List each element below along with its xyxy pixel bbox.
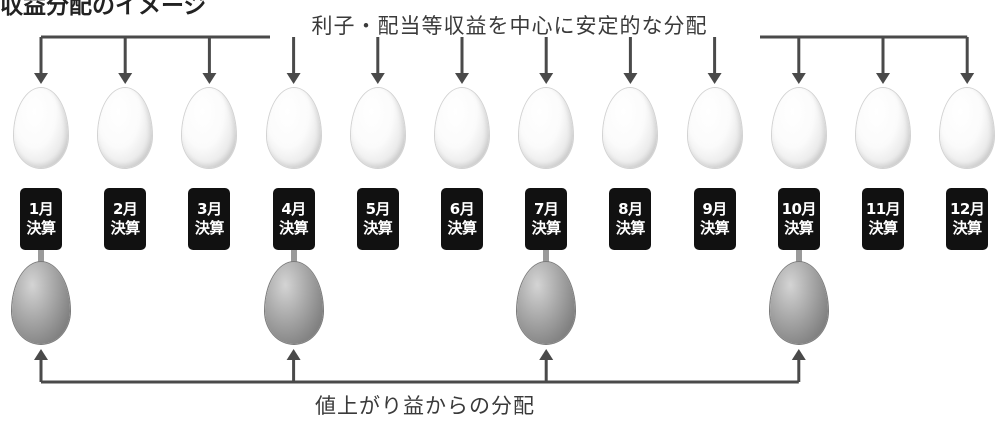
income-egg-icon [98, 88, 153, 168]
month-label: 2月 [112, 200, 138, 218]
settlement-badge: 8月決算 [609, 188, 652, 250]
capital-gain-arrow-head [791, 349, 806, 360]
month-label: 6月 [449, 200, 475, 218]
egg-stem [38, 250, 44, 264]
settlement-label: 決算 [531, 219, 562, 237]
page-title: 収益分配のイメージ [0, 0, 207, 19]
month-label: 1月 [28, 200, 54, 218]
capital-gain-egg-icon [12, 262, 70, 344]
capital-gain-arrow-head [539, 349, 554, 360]
settlement-label: 決算 [194, 219, 225, 237]
settlement-label: 決算 [279, 219, 309, 237]
capital-gain-egg-icon [264, 262, 323, 344]
month-column: 7月決算 [505, 0, 589, 421]
month-label: 3月 [197, 200, 222, 218]
income-egg-icon [856, 88, 910, 168]
settlement-badge: 7月決算 [525, 188, 568, 250]
settlement-label: 決算 [26, 219, 56, 237]
settlement-badge: 11月決算 [862, 188, 904, 250]
egg-stem [543, 250, 550, 264]
income-egg-icon [519, 88, 574, 168]
income-egg-icon [435, 88, 489, 168]
income-arrow-head [876, 73, 890, 84]
month-label: 4月 [281, 200, 306, 218]
month-label: 11月 [865, 200, 901, 218]
settlement-label: 決算 [615, 219, 646, 237]
capital-gain-arrow-head [34, 349, 48, 360]
settlement-label: 決算 [447, 219, 477, 237]
settlement-badge: 9月決算 [693, 188, 736, 250]
settlement-label: 決算 [784, 219, 814, 237]
egg-stem [795, 250, 802, 264]
income-egg-icon [603, 88, 658, 168]
settlement-badge: 12月決算 [946, 188, 989, 250]
income-distribution-caption: 利子・配当等収益を中心に安定的な分配 [311, 14, 708, 38]
settlement-badge: 1月決算 [20, 188, 62, 250]
settlement-badge: 6月決算 [441, 188, 483, 250]
month-column: 4月決算 [253, 0, 337, 421]
settlement-label: 決算 [868, 219, 898, 237]
income-egg-icon [771, 88, 826, 168]
settlement-label: 決算 [110, 219, 141, 237]
month-column: 9月決算 [674, 0, 758, 421]
income-arrow-head [202, 73, 217, 84]
income-egg-icon [350, 88, 405, 168]
income-arrow-head [286, 73, 301, 84]
month-column: 8月決算 [589, 0, 673, 421]
income-arrow-head [370, 73, 385, 84]
income-arrow-head [791, 73, 806, 84]
capital-gain-egg-icon [769, 262, 828, 344]
income-arrow-head [707, 73, 722, 84]
settlement-badge: 10月決算 [777, 188, 820, 250]
income-egg-icon [14, 88, 68, 168]
income-arrow-head [34, 73, 48, 84]
income-egg-icon [687, 88, 742, 168]
month-column: 2月決算 [84, 0, 168, 421]
egg-stem [290, 250, 297, 264]
month-column: 5月決算 [337, 0, 421, 421]
month-label: 9月 [702, 200, 727, 218]
settlement-badge: 2月決算 [104, 188, 147, 250]
income-arrow-head [960, 73, 975, 84]
income-egg-icon [940, 88, 995, 168]
month-column: 6月決算 [421, 0, 505, 421]
income-egg-icon [266, 88, 321, 168]
month-column: 1月決算 [0, 0, 84, 421]
income-arrow-head [623, 73, 638, 84]
settlement-label: 決算 [700, 219, 730, 237]
settlement-badge: 3月決算 [188, 188, 231, 250]
income-arrow-head [539, 73, 554, 84]
capital-gain-distribution-caption: 値上がり益からの分配 [315, 394, 535, 418]
month-column: 3月決算 [168, 0, 252, 421]
income-arrow-head [118, 73, 133, 84]
month-label: 12月 [950, 200, 985, 218]
month-label: 5月 [365, 200, 391, 218]
settlement-label: 決算 [952, 219, 983, 237]
month-column: 10月決算 [758, 0, 842, 421]
month-column: 12月決算 [926, 0, 1001, 421]
month-label: 10月 [781, 200, 817, 218]
capital-gain-arrow-head [286, 349, 301, 360]
month-column: 11月決算 [842, 0, 926, 421]
settlement-badge: 4月決算 [272, 188, 315, 250]
capital-gain-egg-icon [517, 262, 576, 344]
settlement-label: 決算 [363, 219, 393, 237]
month-label: 7月 [533, 200, 559, 218]
settlement-badge: 5月決算 [356, 188, 399, 250]
income-egg-icon [182, 88, 237, 168]
month-label: 8月 [618, 200, 643, 218]
income-arrow-head [455, 73, 469, 84]
